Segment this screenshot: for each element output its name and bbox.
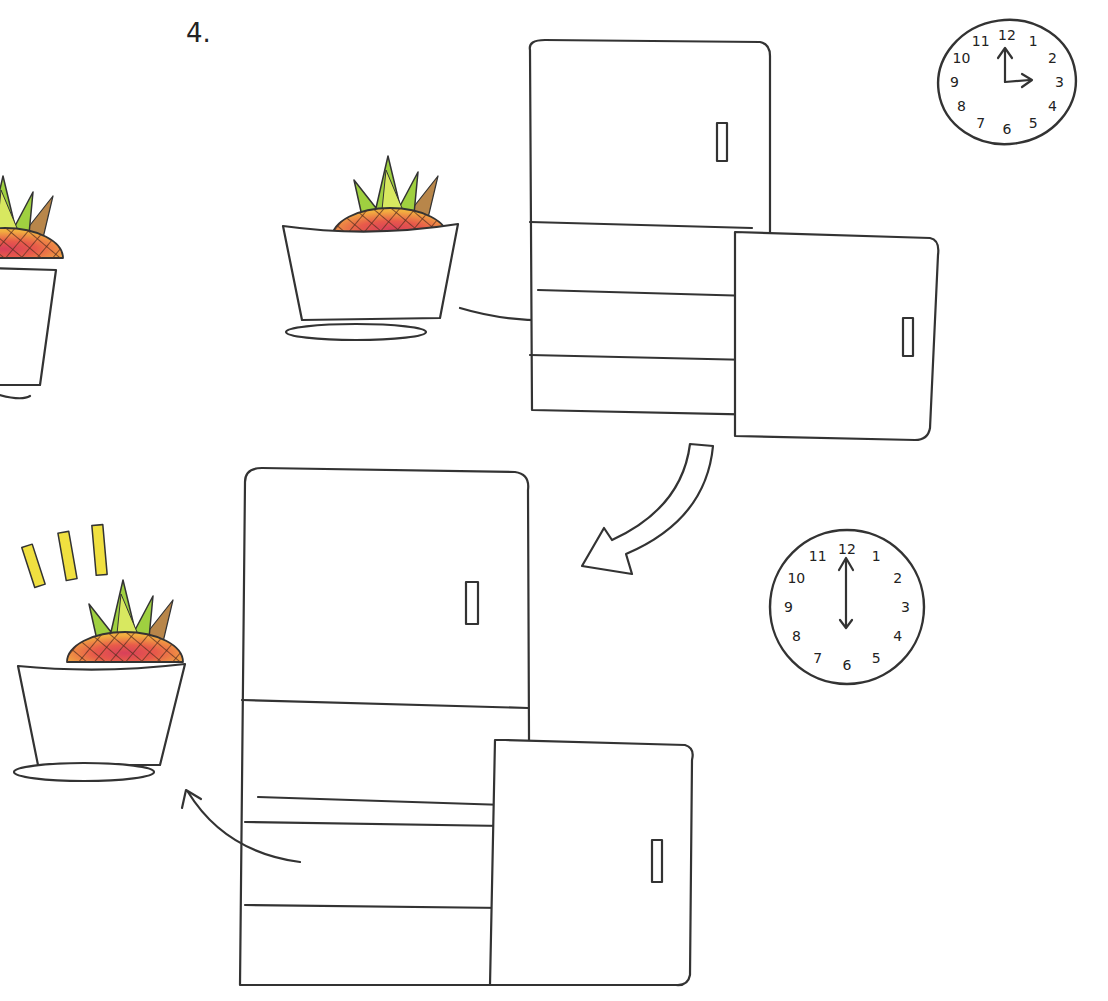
clock-rim bbox=[930, 11, 1084, 153]
clock-hand-tip bbox=[1022, 74, 1032, 87]
pineapple bbox=[67, 580, 183, 662]
clock-numeral: 9 bbox=[784, 600, 793, 614]
clock-numeral: 2 bbox=[1048, 51, 1057, 65]
door-line bbox=[530, 222, 752, 228]
clock-numeral: 9 bbox=[950, 75, 959, 89]
bowl-base bbox=[14, 763, 154, 781]
fridge-freezer bbox=[490, 740, 693, 985]
clock-hand bbox=[845, 560, 847, 626]
clock-numeral: 10 bbox=[787, 571, 805, 585]
clock-rim bbox=[770, 530, 924, 684]
time-arrow bbox=[582, 444, 713, 574]
clock-face: 12 12 3 45 6 78 9 10 11 bbox=[768, 528, 926, 686]
clock-numeral: 5 bbox=[1029, 116, 1038, 130]
clock-face: 12 12 3 45 6 78 9 1011 bbox=[936, 18, 1078, 146]
door-handle bbox=[903, 318, 913, 356]
door-handle bbox=[652, 840, 662, 882]
clock-numeral: 2 bbox=[893, 571, 902, 585]
clock-numeral: 3 bbox=[1055, 75, 1064, 89]
clock-hand bbox=[1005, 80, 1030, 82]
clock-numeral: 7 bbox=[813, 651, 822, 665]
clock-numeral: 1 bbox=[872, 549, 881, 563]
clock-numeral: 12 bbox=[998, 28, 1016, 42]
drawer-line bbox=[538, 290, 752, 296]
clock-numeral: 5 bbox=[872, 651, 881, 665]
shock-mark bbox=[92, 525, 107, 576]
clock-numeral: 10 bbox=[953, 51, 971, 65]
drawer-line bbox=[258, 797, 505, 805]
clock-numeral: 7 bbox=[976, 116, 985, 130]
bowl-base bbox=[286, 324, 426, 340]
clock-hand bbox=[1004, 50, 1006, 82]
drawer-line bbox=[245, 905, 505, 908]
clock-numeral: 8 bbox=[792, 629, 801, 643]
pineapple bbox=[332, 156, 448, 238]
fridge-body bbox=[240, 468, 530, 985]
clock-numeral: 3 bbox=[901, 600, 910, 614]
clock-numeral: 1 bbox=[1029, 34, 1038, 48]
clock-numeral: 12 bbox=[838, 542, 856, 556]
line-art bbox=[0, 40, 1032, 985]
bowl bbox=[0, 268, 56, 385]
shock-marks bbox=[22, 525, 107, 588]
clock-numeral: 6 bbox=[1003, 122, 1012, 136]
clock-numeral: 11 bbox=[972, 34, 990, 48]
step-number: 4. bbox=[186, 20, 211, 46]
drawer-line bbox=[245, 822, 505, 826]
clock-numeral: 11 bbox=[809, 549, 827, 563]
shock-mark bbox=[58, 531, 77, 580]
door-handle bbox=[717, 123, 727, 161]
clock-hand-tip bbox=[840, 620, 852, 628]
clock-hand-tip bbox=[839, 558, 853, 570]
clock-numeral: 6 bbox=[843, 658, 852, 672]
bowl bbox=[18, 664, 185, 765]
shock-mark bbox=[22, 544, 45, 587]
clock-numeral: 4 bbox=[893, 629, 902, 643]
arrow-head bbox=[182, 790, 201, 808]
door-handle bbox=[466, 582, 478, 624]
door-line bbox=[242, 700, 528, 708]
pineapple bbox=[0, 176, 63, 258]
clock-hand-tip bbox=[998, 48, 1012, 58]
clock-numeral: 4 bbox=[1048, 99, 1057, 113]
drawer-line bbox=[530, 355, 752, 360]
fridge-freezer bbox=[735, 232, 938, 440]
bowl bbox=[283, 224, 458, 320]
bowl-base bbox=[0, 392, 30, 398]
move-arrow bbox=[188, 792, 300, 862]
clock-numeral: 8 bbox=[957, 99, 966, 113]
